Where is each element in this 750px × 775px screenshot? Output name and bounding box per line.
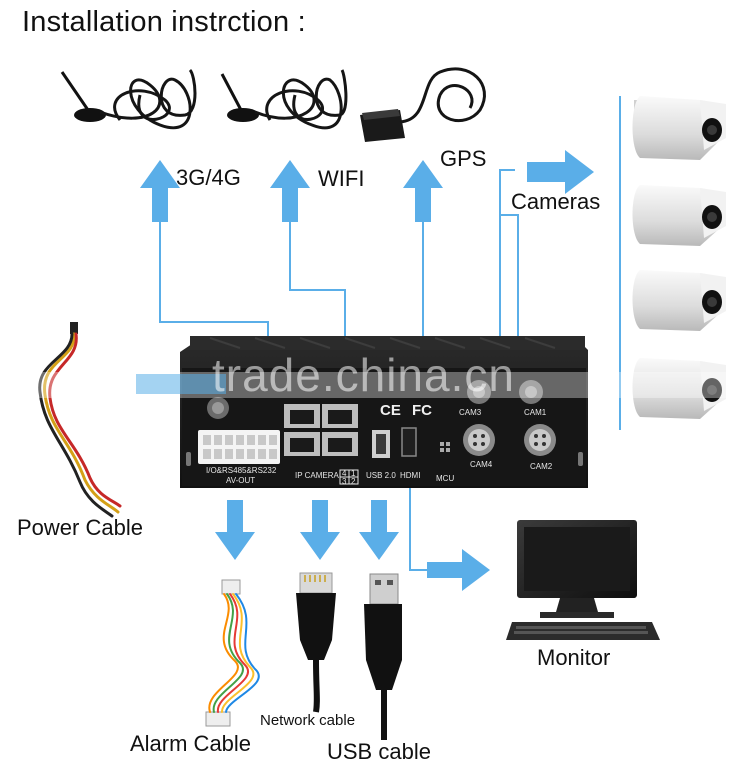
label-wifi: WIFI: [318, 166, 365, 191]
arrow-up-wifi: [270, 160, 310, 222]
arrow-up-3g4g: [140, 160, 180, 222]
panel-ip-camera-label: IP CAMERA: [295, 471, 339, 480]
panel-cam4-label: CAM4: [470, 460, 493, 469]
page-title: Installation instrction :: [22, 6, 306, 38]
arrow-right-monitor: [427, 549, 490, 591]
monitor-icon: [506, 520, 660, 640]
alarm-cable-icon: [205, 579, 260, 727]
panel-cam2-label: CAM2: [530, 462, 553, 471]
label-power-cable: Power Cable: [17, 515, 143, 540]
camera-icon-3: [632, 270, 726, 331]
antenna-3g4g-icon: [60, 68, 197, 130]
panel-port-3: 3: [342, 477, 347, 486]
usb-cable-icon: [364, 573, 402, 740]
arrow-down-alarm: [215, 500, 255, 560]
panel-port-4: 4: [342, 469, 347, 478]
panel-mcu-label: MCU: [436, 474, 455, 483]
panel-io-label: I/O&RS485&RS232: [206, 466, 277, 475]
camera-icon-1: [632, 96, 726, 160]
label-cameras: Cameras: [511, 189, 601, 214]
label-alarm-cable: Alarm Cable: [130, 731, 252, 756]
camera-icon-4: [632, 358, 726, 419]
gps-antenna-icon: [360, 67, 486, 142]
label-monitor: Monitor: [537, 645, 611, 670]
ce-mark-icon: CE: [380, 402, 401, 419]
label-network-cable: Network cable: [260, 712, 356, 729]
panel-hdmi-label: HDMI: [400, 471, 421, 480]
panel-cam1-label: CAM1: [524, 408, 547, 417]
arrow-down-network: [300, 500, 340, 560]
panel-usb-label: USB 2.0: [366, 471, 396, 480]
mdvr-device: [180, 336, 588, 488]
label-usb-cable: USB cable: [327, 739, 431, 764]
panel-cam3-label: CAM3: [459, 408, 482, 417]
label-gps: GPS: [440, 146, 487, 171]
panel-port-1: 1: [351, 469, 356, 478]
arrow-right-cameras: [527, 150, 594, 194]
watermark-text: trade.china.cn: [212, 349, 515, 401]
arrow-down-usb: [359, 500, 399, 560]
panel-av-out-label: AV-OUT: [226, 476, 256, 485]
panel-port-2: 2: [351, 477, 356, 486]
antenna-wifi-icon: [220, 69, 348, 130]
arrow-up-gps: [403, 160, 443, 222]
label-3g4g: 3G/4G: [176, 165, 241, 190]
network-cable-icon: [296, 572, 336, 713]
camera-icon-2: [632, 185, 726, 246]
power-cable-icon: [38, 322, 122, 518]
fc-mark-icon: FC: [412, 402, 432, 419]
